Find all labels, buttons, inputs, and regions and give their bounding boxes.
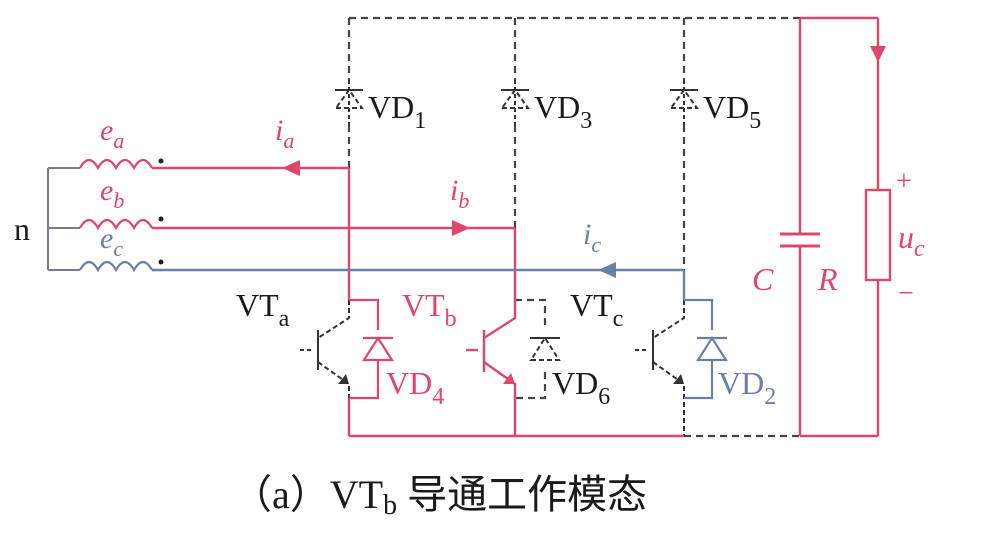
vd6-label: VD6 <box>552 365 610 410</box>
polarity-dots <box>158 158 164 265</box>
vd1-diode-icon <box>334 80 364 125</box>
phase-c-wire <box>152 268 686 300</box>
inactive-wiring <box>347 16 800 438</box>
eb-label: eb <box>100 174 124 213</box>
vtc-transistor-icon <box>635 300 685 436</box>
minus-sign: − <box>898 278 914 309</box>
neutral-label: n <box>14 211 30 247</box>
vta-transistor-icon <box>300 300 350 400</box>
winding-a-icon <box>79 158 153 171</box>
capacitor-icon <box>780 232 820 248</box>
ia-label: ia <box>275 114 294 153</box>
vd4-diode-icon <box>349 298 395 400</box>
plus-sign: + <box>896 166 912 197</box>
capacitor-label: C <box>752 261 774 297</box>
ic-label: ic <box>583 218 601 257</box>
ia-arrow-icon <box>282 160 300 176</box>
vd3-label: VD3 <box>534 89 592 134</box>
resistor-label: R <box>817 261 838 297</box>
phase-a-wire <box>152 166 351 300</box>
winding-c-icon <box>79 260 153 273</box>
vd5-diode-icon <box>669 80 699 125</box>
vd6-diode-icon <box>529 336 561 361</box>
vd2-label: VD2 <box>718 365 776 410</box>
neutral-bus <box>47 167 80 271</box>
resistor-icon <box>864 188 892 282</box>
bus-current-arrow-icon <box>870 46 886 62</box>
ib-arrow-icon <box>452 220 470 236</box>
phase-b-wire <box>152 226 517 300</box>
vd2-diode-icon <box>684 298 729 400</box>
vtc-label: VTc <box>570 287 623 332</box>
vta-label: VTa <box>236 287 290 332</box>
vd5-label: VD5 <box>703 89 761 134</box>
vd3-diode-icon <box>500 80 530 125</box>
vd1-label: VD1 <box>368 89 426 134</box>
uc-label: uc <box>898 219 925 262</box>
winding-b-icon <box>79 218 153 231</box>
ic-arrow-icon <box>598 262 616 278</box>
vd4-label: VD4 <box>386 365 444 410</box>
figure-caption: （a）VTb 导通工作模态 <box>232 472 647 521</box>
ib-label: ib <box>450 174 469 213</box>
vtb-transistor-icon <box>466 300 517 436</box>
ec-label: ec <box>100 222 123 261</box>
ea-label: ea <box>100 114 124 153</box>
vtb-label: VTb <box>402 287 457 332</box>
